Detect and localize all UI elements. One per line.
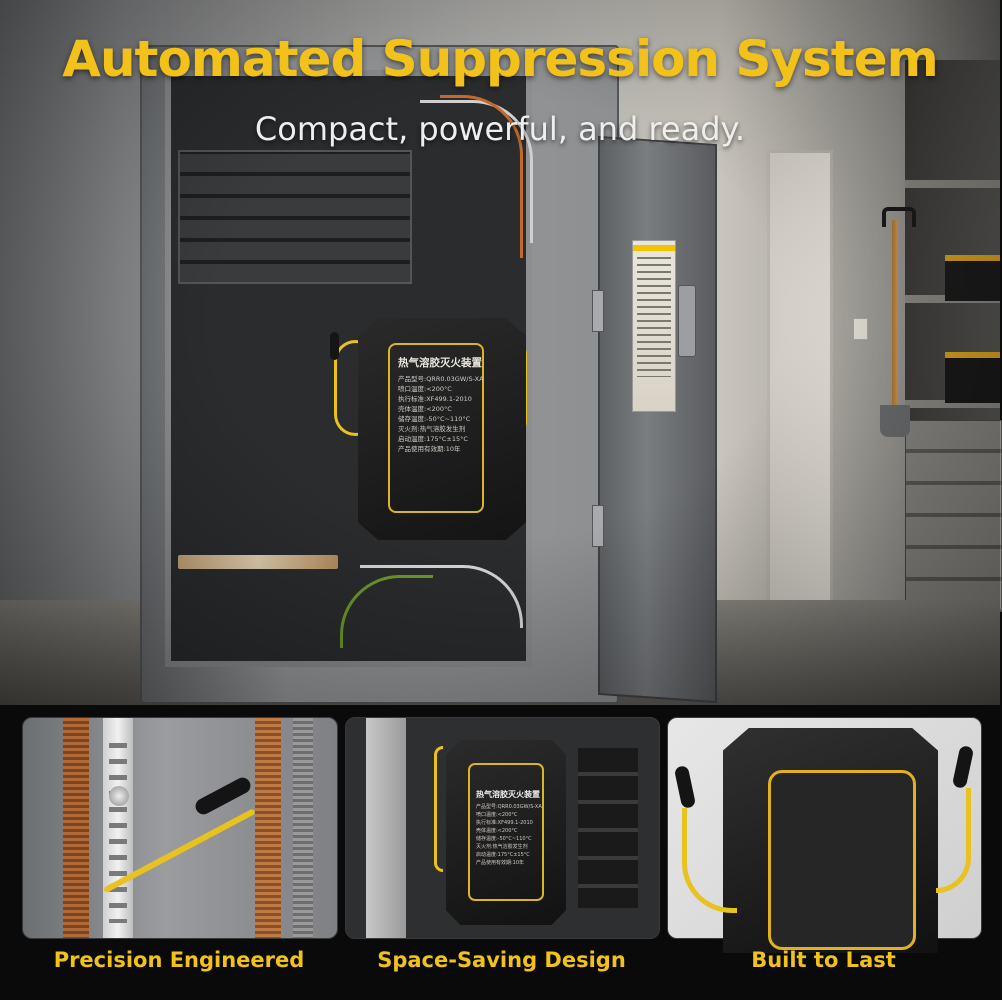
device-label-line: 灭火剂:热气溶胶发生剂: [476, 844, 528, 850]
warning-label: [632, 240, 676, 412]
feature-panel-precision: [22, 717, 338, 939]
device-label-line: 壳体温度:<200°C: [398, 404, 474, 414]
device-label-panel: 热气溶胶灭火装置 产品型号:QRR0.03GW/S-XA 喷口温度:<200°C…: [388, 343, 484, 513]
yellow-sensor-wire: [936, 788, 971, 893]
device-label-line: 灭火剂:热气溶胶发生剂: [398, 424, 474, 434]
copper-conductor: [63, 718, 89, 938]
device-label-line: 储存温度:-50°C~110°C: [476, 836, 532, 842]
circuit-breakers: [178, 150, 412, 284]
device-label-line: 喷口温度:<200°C: [476, 812, 518, 818]
terminal-holes: [109, 743, 127, 923]
page-title: Automated Suppression System: [62, 30, 938, 88]
device-label-title: 热气溶胶灭火装置: [476, 790, 540, 799]
steel-cable: [293, 718, 313, 938]
caption-precision-engineered: Precision Engineered: [53, 948, 305, 972]
device-label-line: 喷口温度:<200°C: [398, 384, 474, 394]
yellow-sensor-wire: [334, 340, 377, 436]
vignette-overlay: [0, 0, 1000, 705]
door-latch: [678, 285, 696, 357]
device-label-line: 壳体温度:<200°C: [476, 828, 518, 834]
copper-conductor: [255, 718, 281, 938]
background-doorway: [767, 150, 833, 616]
hero-scene: 热气溶胶灭火装置 产品型号:QRR0.03GW/S-XA 喷口温度:<200°C…: [0, 0, 1002, 705]
device-label-title: 热气溶胶灭火装置: [398, 355, 482, 370]
device-label-panel: [768, 770, 916, 950]
suppression-device: [446, 740, 566, 925]
device-label-line: 启动温度:175°C±15°C: [398, 434, 474, 444]
device-label-panel: 热气溶胶灭火装置 产品型号:QRR0.03GW/S-XA 喷口温度:<200°C…: [468, 763, 544, 901]
shovel-grip: [882, 207, 916, 227]
sensor-cap: [192, 774, 254, 818]
device-label-line: 产品使用有效期:10年: [398, 444, 474, 454]
terminal-rail: [366, 718, 406, 938]
sensor-cap: [330, 332, 339, 360]
device-label-line: 产品使用有效期:10年: [476, 860, 525, 866]
page-subtitle: Compact, powerful, and ready.: [254, 110, 746, 148]
toolbox: [945, 255, 1000, 301]
device-label-line: 产品型号:QRR0.03GW/S-XA: [476, 804, 542, 810]
caption-built-to-last: Built to Last: [751, 948, 896, 972]
yellow-sensor-wire: [434, 746, 443, 872]
shovel-blade: [880, 405, 910, 437]
door-hinge: [592, 290, 604, 332]
device-label-line: 储存温度:-50°C~110°C: [398, 414, 474, 424]
sensor-cap: [951, 745, 975, 789]
feature-panel-space-saving: 热气溶胶灭火装置 产品型号:QRR0.03GW/S-XA 喷口温度:<200°C…: [345, 717, 660, 939]
device-label-line: 启动温度:175°C±15°C: [476, 852, 530, 858]
shovel-handle: [892, 220, 898, 410]
toolbox: [945, 352, 1000, 403]
caption-space-saving-design: Space-Saving Design: [377, 948, 626, 972]
device-label-line: 执行标准:XF499.1-2010: [476, 820, 533, 826]
device-label-line: 执行标准:XF499.1-2010: [398, 394, 474, 404]
sensor-cap: [673, 765, 697, 809]
light-switch: [853, 318, 868, 340]
neutral-busbar: [178, 555, 338, 569]
breaker-block: [578, 748, 638, 908]
door-hinge: [592, 505, 604, 547]
yellow-sensor-wire: [682, 808, 737, 913]
suppression-device: [358, 318, 526, 540]
feature-panel-built-to-last: [667, 717, 982, 953]
device-label-line: 产品型号:QRR0.03GW/S-XA: [398, 374, 484, 384]
screw-icon: [109, 786, 129, 806]
